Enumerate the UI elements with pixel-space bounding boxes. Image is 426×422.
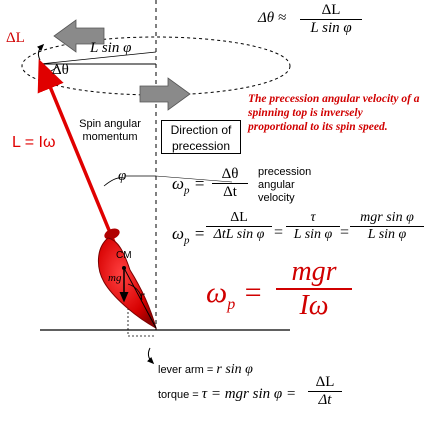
torque-fraction: ΔL Δt [308, 374, 342, 409]
spin-angular-momentum-label: Spin angular momentum [79, 118, 141, 143]
delta-theta-fraction: ΔL L sin φ [300, 2, 362, 37]
precession-note: The precession angular velocity of a spi… [248, 93, 420, 133]
precession-path-ellipse [21, 36, 291, 96]
r-label: r [140, 288, 145, 302]
cm-label: CM [116, 250, 132, 261]
gray-arrow-bottom-icon [139, 77, 191, 111]
omega-p-fraction-1: Δθ Δt [212, 166, 248, 201]
precession-angular-velocity-label: precession angular velocity [258, 166, 312, 204]
mg-label: mg [108, 272, 122, 284]
lever-arm-label: lever arm = r sin φ [158, 362, 253, 377]
angular-momentum-arrow [37, 59, 120, 253]
L-sin-phi-label: L sin φ [90, 40, 132, 56]
omega-p-lhs-1: ωp = [172, 174, 206, 197]
phi-label: φ [118, 168, 127, 184]
spinning-top-icon [98, 228, 157, 330]
omega-p-lhs-2: ωp = [172, 224, 206, 247]
delta-theta-den: L sin φ [310, 20, 352, 36]
direction-of-precession-box: Direction of precession [161, 120, 241, 154]
omega-p-big-lhs: ωp = [206, 276, 263, 313]
omega-p-fraction-3: τ L sin φ [286, 210, 340, 243]
omega-p-fraction-2: ΔL ΔtL sin φ [206, 210, 272, 243]
delta-theta-num: ΔL [300, 2, 362, 20]
L-equals-I-omega-label: L = Iω [12, 134, 56, 151]
delta-theta-label: Δθ [52, 62, 69, 78]
delta-theta-approx: Δθ ≈ [258, 10, 287, 26]
delta-L-label: ΔL [6, 30, 25, 46]
omega-p-fraction-4: mgr sin φ L sin φ [350, 210, 424, 243]
omega-p-big-fraction: mgr Iω [276, 256, 352, 322]
torque-label: torque = τ = mgr sin φ = [158, 386, 297, 402]
gray-arrow-top-icon [53, 19, 105, 53]
